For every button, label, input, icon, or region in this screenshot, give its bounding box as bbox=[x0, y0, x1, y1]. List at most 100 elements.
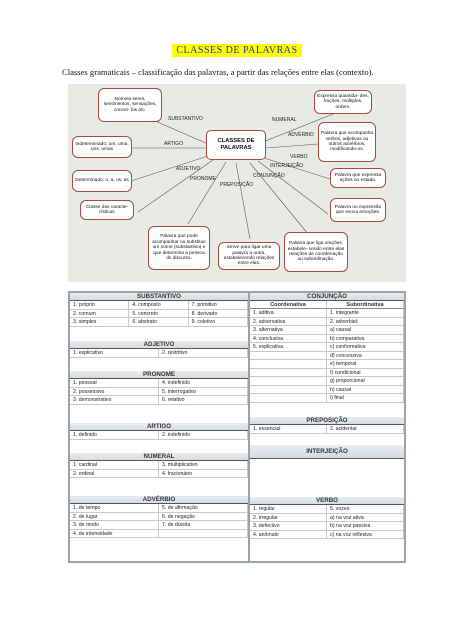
table-cell bbox=[250, 394, 327, 403]
mind-map-connectors bbox=[127, 109, 344, 240]
table-cell: 3. de modo bbox=[70, 521, 159, 530]
table-cell: 6. relativo bbox=[159, 396, 248, 405]
section-pronome: PRONOME 1. pessoal 4. indefinido 2. poss… bbox=[70, 371, 248, 405]
section-artigo: ARTIGO 1. definido 2. indefinido bbox=[70, 423, 248, 440]
section-interjeicao: INTERJEIÇÃO bbox=[250, 445, 404, 459]
box-interjeicao: Palavra ou expressão que evoca emoções. bbox=[330, 198, 386, 222]
table-cell bbox=[159, 529, 248, 538]
section-title: SUBSTANTIVO bbox=[70, 293, 248, 301]
artigo-grid: 1. definido 2. indefinido bbox=[70, 431, 248, 440]
table-cell: a) causal bbox=[327, 326, 404, 335]
right-column: CONJUNÇÃO Coordenativa Subordinativa 1. … bbox=[250, 293, 404, 561]
section-title: PREPOSIÇÃO bbox=[250, 417, 404, 425]
box-preposicao: Serve para ligar uma palavra a outra, es… bbox=[218, 242, 280, 270]
table-cell: 5. interrogativo bbox=[159, 387, 248, 396]
section-title: CONJUNÇÃO bbox=[250, 293, 404, 301]
section-conjuncao: CONJUNÇÃO Coordenativa Subordinativa 1. … bbox=[250, 293, 404, 403]
page-subtitle: Classes gramaticais – classificação das … bbox=[62, 67, 374, 77]
label-artigo: ARTIGO bbox=[164, 141, 184, 147]
table-cell: g) proporcional bbox=[327, 377, 404, 386]
table-cell: c) na voz reflexiva bbox=[327, 530, 404, 539]
table-cell: 1. explicativo bbox=[70, 349, 159, 358]
table-cell: 1. definido bbox=[70, 431, 159, 440]
table-cell: 5. de afirmação bbox=[159, 504, 248, 513]
box-artigo-determinado: Determinado: o, a, os, as bbox=[72, 170, 132, 192]
box-substantivo: Nomeia seres, sentimentos, sensações, co… bbox=[98, 88, 162, 122]
table-cell: 6. abstrato bbox=[129, 318, 189, 327]
table-cell: 1. regular bbox=[250, 505, 327, 514]
table-cell bbox=[250, 368, 327, 377]
label-preposicao: PREPOSIÇÃO bbox=[220, 182, 254, 188]
substantivo-grid: 1. próprio 4. composto 7. primitivo 2. c… bbox=[70, 301, 248, 327]
table-cell: 3. demonstrativo bbox=[70, 396, 159, 405]
table-cell: 5. vozes: bbox=[327, 505, 404, 514]
table-cell: 3. multiplicativo bbox=[159, 461, 248, 470]
table-cell: 4. anômalo bbox=[250, 530, 327, 539]
section-adjetivo: ADJETIVO 1. explicativo 2. restritivo bbox=[70, 341, 248, 358]
box-numeral: Expressa quantida- des, frações, múltipl… bbox=[314, 90, 372, 114]
label-verbo: VERBO bbox=[290, 154, 308, 160]
table-cell: h) causal bbox=[327, 385, 404, 394]
box-conjuncao: Palavra que liga orações, estabele- cend… bbox=[284, 232, 348, 272]
label-adjetivo: ADJETIVO bbox=[176, 166, 201, 172]
table-cell: a) na voz ativa bbox=[327, 513, 404, 522]
table-cell: 1. pessoal bbox=[70, 379, 159, 388]
table-cell: 3. alternativa bbox=[250, 326, 327, 335]
table-cell: 1. cardinal bbox=[70, 461, 159, 470]
table-cell: 5. concreto bbox=[129, 309, 189, 318]
table-cell: 1. próprio bbox=[70, 301, 130, 310]
table-cell: 5. explicativa bbox=[250, 343, 327, 352]
section-title: INTERJEIÇÃO bbox=[250, 445, 404, 459]
table-cell bbox=[250, 351, 327, 360]
table-cell: d) concessiva bbox=[327, 351, 404, 360]
table-cell bbox=[250, 377, 327, 386]
table-cell: 2. comum bbox=[70, 309, 130, 318]
verbo-grid: 1. regular 5. vozes: 2. irregular a) na … bbox=[250, 505, 404, 539]
table-cell: 2. irregular bbox=[250, 513, 327, 522]
header-subordinativa: Subordinativa bbox=[327, 301, 404, 309]
numeral-grid: 1. cardinal 3. multiplicativo 2. ordinal… bbox=[70, 461, 248, 478]
table-cell: 1. essencial bbox=[250, 425, 327, 434]
table-cell: 2. acidental bbox=[327, 425, 404, 434]
box-adjetivo: Classe das caracte- rísticas bbox=[80, 200, 134, 220]
table-cell: 1. integrante bbox=[327, 309, 404, 318]
section-title: ADJETIVO bbox=[70, 341, 248, 349]
label-adverbio: ADVÉRBIO bbox=[288, 132, 314, 138]
table-cell bbox=[250, 385, 327, 394]
mind-map-center: CLASSES DE PALAVRAS bbox=[206, 130, 266, 160]
section-adverbio: ADVÉRBIO 1. de tempo 5. de afirmação 2. … bbox=[70, 496, 248, 538]
box-adverbio: Palavra que acompanha verbos, adjetivos … bbox=[318, 122, 376, 162]
table-cell: 2. adverbial: bbox=[327, 317, 404, 326]
table-cell: 9. coletivo bbox=[188, 318, 248, 327]
mind-map: CLASSES DE PALAVRAS SUBSTANTIVO NUMERAL … bbox=[68, 84, 406, 282]
left-column: SUBSTANTIVO 1. próprio 4. composto 7. pr… bbox=[70, 293, 248, 561]
table-cell: 4. conclusiva bbox=[250, 334, 327, 343]
table-cell: 2. de lugar bbox=[70, 512, 159, 521]
table-cell: i) final bbox=[327, 394, 404, 403]
pronome-grid: 1. pessoal 4. indefinido 2. possessivo 5… bbox=[70, 379, 248, 405]
table-cell: 2. restritivo bbox=[159, 349, 248, 358]
table-cell: 4. indefinido bbox=[159, 379, 248, 388]
label-pronome: PRONOME bbox=[190, 176, 216, 182]
section-title: ARTIGO bbox=[70, 423, 248, 431]
section-preposicao: PREPOSIÇÃO 1. essencial 2. acidental bbox=[250, 417, 404, 434]
label-numeral: NUMERAL bbox=[272, 117, 297, 123]
table-cell: f) condicional bbox=[327, 368, 404, 377]
table-cell: 2. adversativa bbox=[250, 317, 327, 326]
table-cell: b) comparativa bbox=[327, 334, 404, 343]
table-cell: 1. de tempo bbox=[70, 504, 159, 513]
section-title: NUMERAL bbox=[70, 453, 248, 461]
label-interjeicao: INTERJEIÇÃO bbox=[270, 163, 304, 169]
section-title: ADVÉRBIO bbox=[70, 496, 248, 504]
table-cell: 2. ordinal bbox=[70, 469, 159, 478]
table-cell: 1. aditiva bbox=[250, 309, 327, 318]
page-title: CLASSES DE PALAVRAS bbox=[172, 44, 302, 57]
box-verbo: Palavra que expressa ações ou estado. bbox=[330, 168, 386, 188]
label-conjuncao: CONJUNÇÃO bbox=[253, 173, 285, 179]
header-coordenativa: Coordenativa bbox=[250, 301, 327, 309]
section-title: PRONOME bbox=[70, 371, 248, 379]
table-cell: 8. derivado bbox=[188, 309, 248, 318]
adjetivo-grid: 1. explicativo 2. restritivo bbox=[70, 349, 248, 358]
preposicao-grid: 1. essencial 2. acidental bbox=[250, 425, 404, 434]
table-cell: c) conformativa bbox=[327, 343, 404, 352]
